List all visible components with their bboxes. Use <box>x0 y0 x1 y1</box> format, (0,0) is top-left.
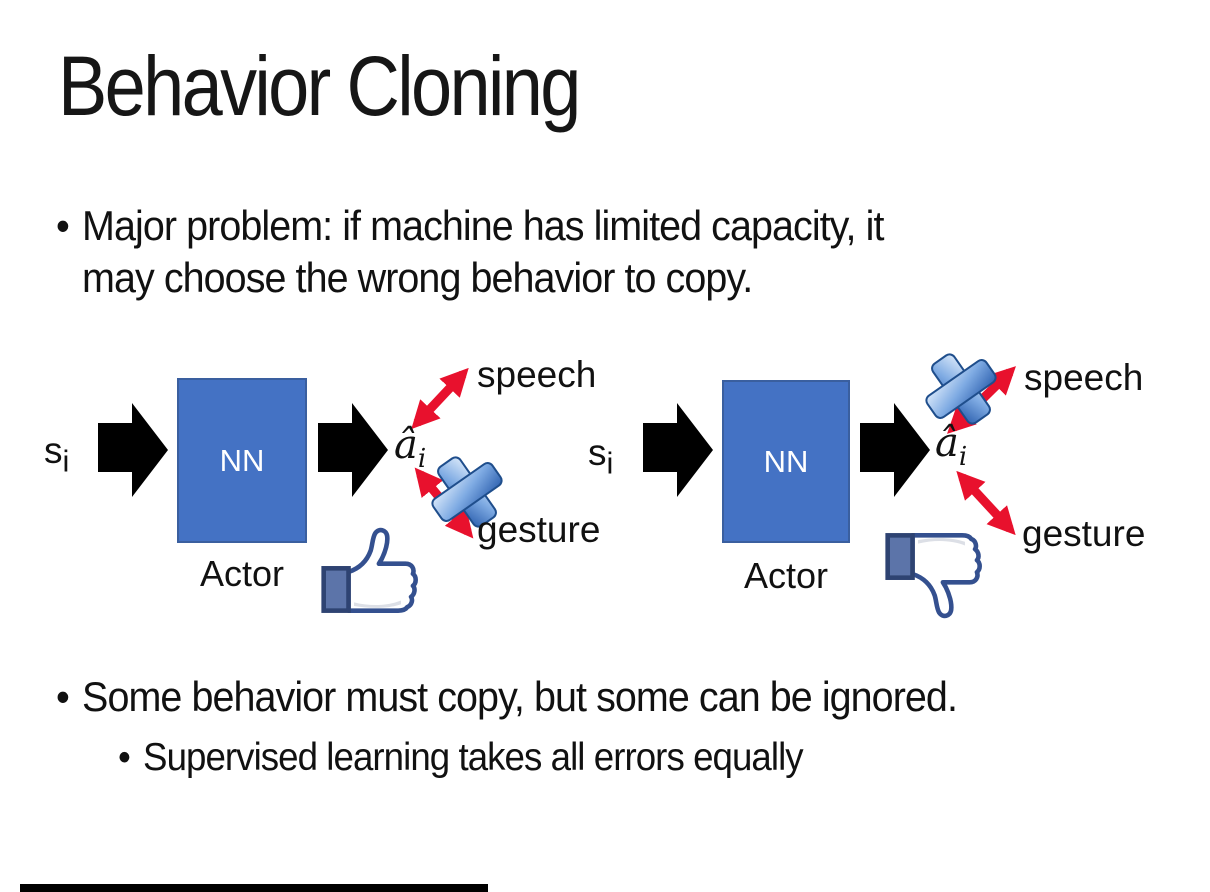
sub-bullet-supervised: • Supervised learning takes all errors e… <box>118 734 804 782</box>
bullet-glyph: • <box>56 673 70 720</box>
left-state-sub: i <box>62 443 70 479</box>
right-action-label: âi <box>935 420 967 470</box>
left-state-base: s <box>44 430 63 471</box>
black-arrow-left-output <box>318 403 388 497</box>
bottom-edge-bar <box>20 884 488 892</box>
left-nn-label: NN <box>219 442 265 478</box>
bullet-text: Some behavior must copy, but some can be… <box>82 673 958 720</box>
left-action-label: âi <box>394 422 426 472</box>
left-action-base: â <box>394 422 418 468</box>
thumbs-down-icon <box>888 535 980 616</box>
right-state-label: si <box>588 434 613 479</box>
left-actor-label: Actor <box>199 553 285 594</box>
black-arrow-right-input <box>643 403 713 497</box>
left-speech-arrow <box>411 367 469 430</box>
bullet-some-behavior: • Some behavior must copy, but some can … <box>56 672 958 722</box>
right-state-base: s <box>588 432 607 473</box>
black-arrow-right-output <box>860 403 930 497</box>
bullet-text: Supervised learning takes all errors equ… <box>143 736 804 779</box>
bullet-glyph: • <box>118 736 131 779</box>
slide-title: Behavior Cloning <box>58 39 581 133</box>
right-nn-label: NN <box>763 443 809 479</box>
thumbs-up-icon <box>324 530 416 611</box>
right-action-base: â <box>935 420 959 466</box>
bullet-text: Major problem: if machine has limited ca… <box>82 200 884 304</box>
bullet-major-problem: • Major problem: if machine has limited … <box>56 200 884 304</box>
left-action-sub: i <box>417 444 427 474</box>
right-nn-box: NN <box>722 380 850 543</box>
left-speech-label: speech <box>477 354 597 395</box>
left-nn-box: NN <box>177 378 307 543</box>
left-gesture-label: gesture <box>477 509 601 550</box>
behavior-cloning-diagram <box>98 347 1016 670</box>
bullet-glyph: • <box>56 202 70 249</box>
right-state-sub: i <box>606 445 614 481</box>
right-speech-label: speech <box>1024 357 1144 398</box>
left-state-label: si <box>44 432 69 477</box>
right-actor-label: Actor <box>743 555 829 596</box>
right-gesture-arrow <box>956 470 1016 536</box>
bullet-line-1: Major problem: if machine has limited ca… <box>82 202 884 249</box>
right-action-sub: i <box>958 442 968 472</box>
bullet-line-2: may choose the wrong behavior to copy. <box>82 254 753 301</box>
black-arrow-left-input <box>98 403 168 497</box>
right-gesture-label: gesture <box>1022 513 1146 554</box>
